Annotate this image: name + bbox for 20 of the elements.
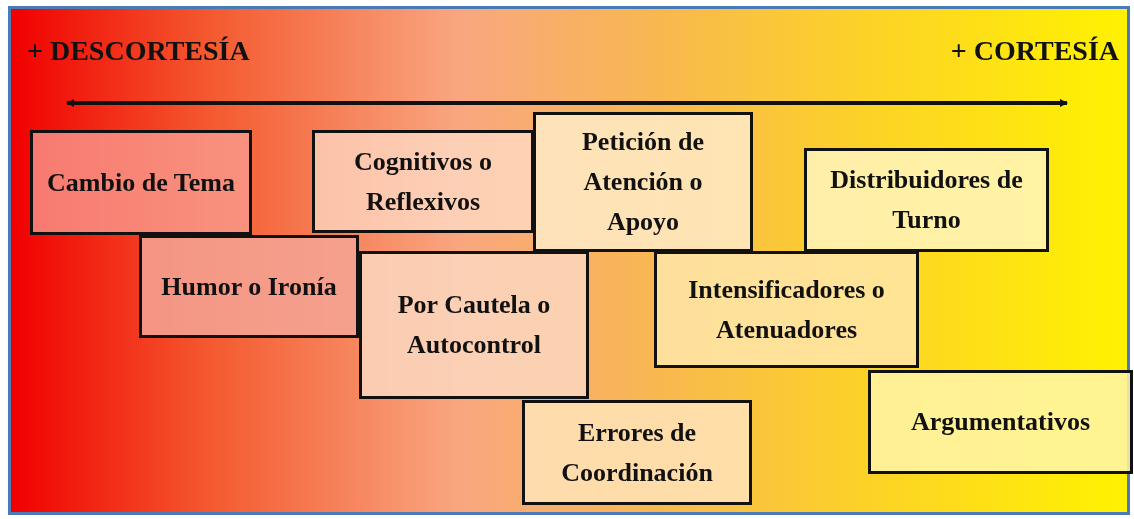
category-box	[139, 235, 359, 338]
category-label: Errores de Coordinación	[560, 416, 714, 489]
category-box	[533, 112, 753, 252]
more-politeness-label: + CORTESÍA	[950, 35, 1119, 67]
category-label: Argumentativos	[909, 406, 1092, 438]
category-label: Humor o Ironía	[160, 270, 338, 303]
category-label: Intensificadores o Atenuadores	[687, 273, 886, 346]
category-box	[312, 130, 534, 233]
category-box	[522, 400, 752, 505]
category-box	[30, 130, 252, 235]
category-box	[804, 148, 1049, 252]
category-box	[654, 251, 919, 368]
category-label: Cambio de Tema	[46, 166, 236, 199]
category-label: Por Cautela o Autocontrol	[396, 289, 552, 361]
category-box	[359, 251, 589, 399]
category-label: Cognitivos o Reflexivos	[353, 145, 493, 218]
category-label: Distribuidores de Turno	[829, 164, 1024, 236]
category-box	[868, 370, 1133, 474]
category-label: Petición de Atención o Apoyo	[581, 126, 705, 238]
less-politeness-label: + DESCORTESÍA	[27, 35, 250, 67]
